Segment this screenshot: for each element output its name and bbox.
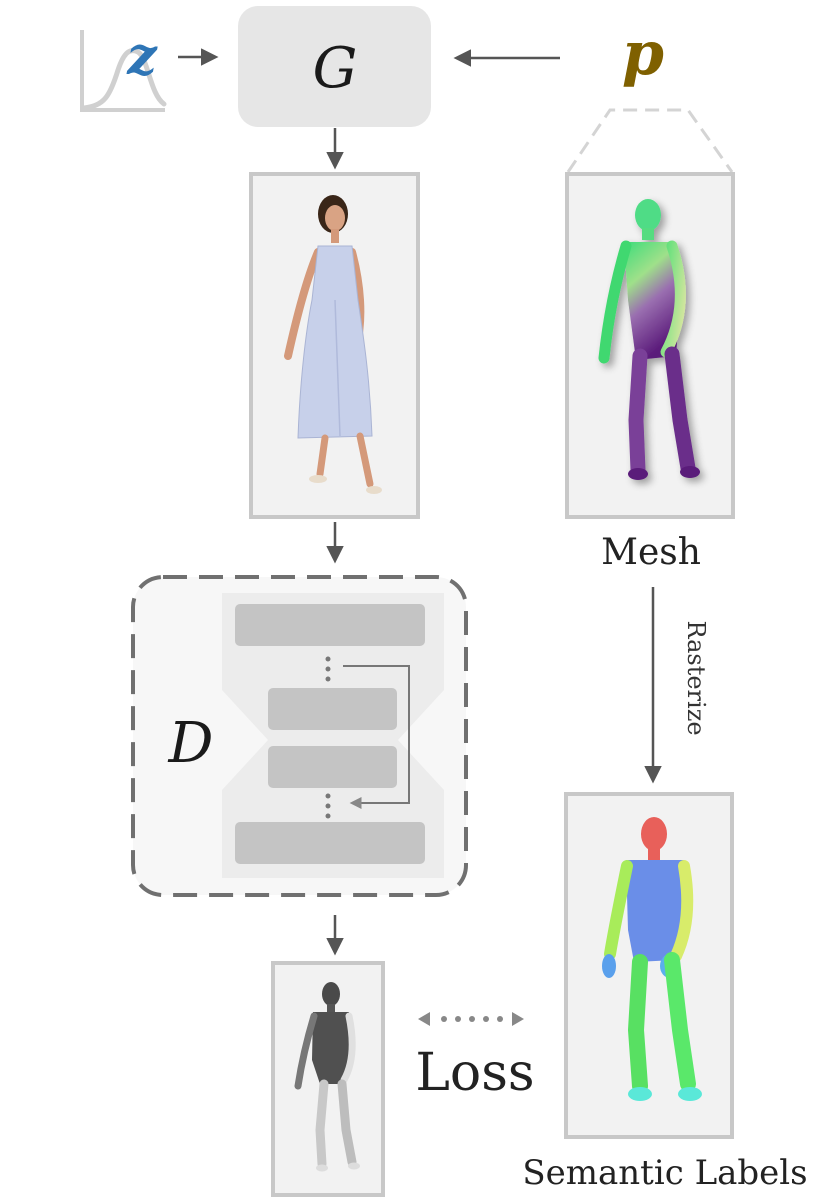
generator-box xyxy=(238,6,431,127)
rasterize-label: Rasterize xyxy=(682,620,710,735)
ellipsis-dots-lower xyxy=(325,793,331,819)
network-layer xyxy=(235,822,425,864)
latent-z-label: z xyxy=(126,26,158,87)
semantic-labels-label: Semantic Labels xyxy=(522,1153,807,1193)
gaussian-distribution-icon xyxy=(80,30,167,112)
pose-p-label: p xyxy=(622,19,664,89)
pose-mesh-connector xyxy=(566,108,734,173)
ellipsis-dots-upper xyxy=(325,656,331,682)
discriminator-network xyxy=(222,593,444,878)
skip-connection-arrow xyxy=(343,665,410,809)
discriminator-box: D xyxy=(131,575,468,897)
loss-label: Loss xyxy=(415,1043,534,1103)
loss-bidirectional-arrow xyxy=(418,1012,524,1026)
mesh-panel xyxy=(565,172,735,519)
network-layer xyxy=(268,688,397,730)
network-layer xyxy=(268,746,397,788)
predicted-segmentation-panel xyxy=(271,961,385,1197)
body-mesh-figure xyxy=(598,199,700,480)
semantic-labels-panel xyxy=(564,792,734,1139)
mesh-label: Mesh xyxy=(601,532,701,573)
network-layer xyxy=(235,604,425,646)
colored-segmentation-figure xyxy=(602,817,702,1101)
discriminator-label: D xyxy=(168,711,214,776)
generated-image-panel xyxy=(249,172,420,519)
generated-person-figure xyxy=(284,195,382,494)
grayscale-segmentation-figure xyxy=(294,982,360,1172)
generator-label: G xyxy=(313,36,358,101)
